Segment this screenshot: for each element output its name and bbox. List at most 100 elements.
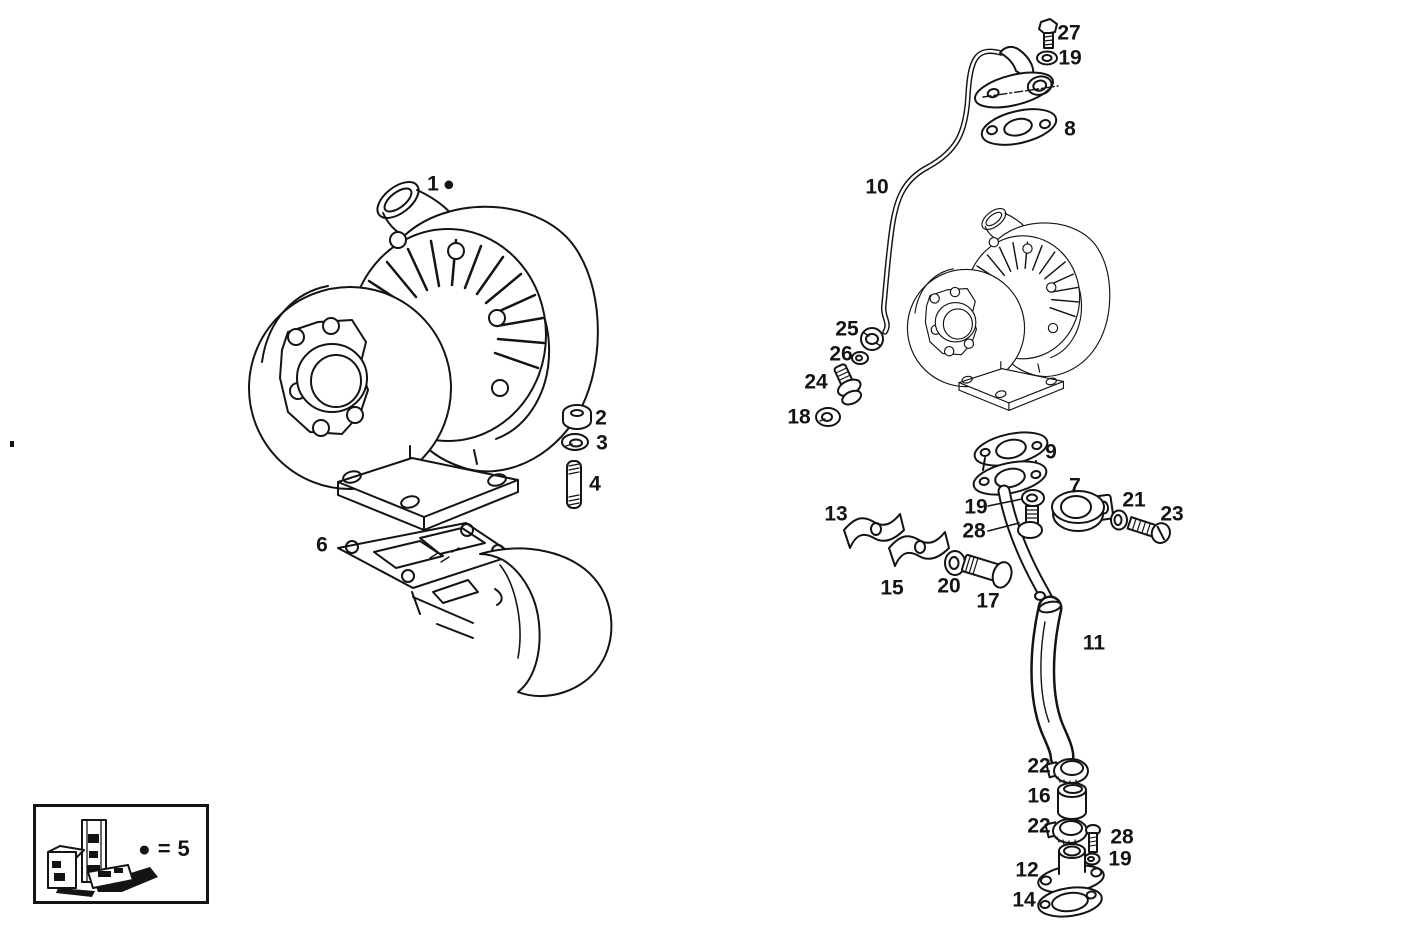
callout-number: 7 [1069, 474, 1081, 498]
callout-number: 6 [316, 533, 328, 557]
turbocharger-right-drawing [906, 203, 1111, 412]
callout-20: 20 [937, 576, 960, 597]
callout-number: 13 [824, 502, 848, 526]
callout-14: 14 [1012, 890, 1035, 911]
callout-22a: 22 [1027, 756, 1050, 777]
callout-3: 3 [596, 433, 608, 454]
callout-9: 9 [1045, 442, 1057, 463]
callout-number: 17 [976, 589, 1000, 613]
callout-18: 18 [787, 407, 810, 428]
leader-line-28 [987, 522, 1020, 532]
callout-number: 24 [804, 370, 828, 394]
gasket-14-drawing [1037, 886, 1103, 918]
callout-number: 15 [880, 576, 904, 600]
exhaust-manifold-drawing [411, 547, 613, 698]
callout-16: 16 [1027, 786, 1050, 807]
washer-21-drawing [1110, 509, 1128, 531]
callout-number: 18 [787, 405, 811, 429]
drain-hose-11-drawing [1030, 595, 1075, 770]
callout-15: 15 [880, 578, 903, 599]
legend-box [33, 804, 209, 904]
callout-23: 23 [1160, 504, 1183, 525]
callout-number: 25 [835, 317, 859, 341]
washer-19-top-drawing [1036, 50, 1058, 66]
bracket-15-drawing [888, 531, 950, 567]
callout-number: 19 [1058, 46, 1082, 70]
callout-number: 20 [937, 574, 961, 598]
callout-24: 24 [804, 372, 827, 393]
callout-number: 27 [1057, 21, 1081, 45]
oil-feed-pipe-10-drawing [880, 48, 1004, 335]
callout-4: 4 [589, 474, 601, 495]
bracket-13-drawing [843, 513, 905, 549]
fitting-12-drawing [1037, 843, 1105, 894]
callout-19a: 19 [1058, 48, 1081, 69]
turbocharger-left-drawing [247, 173, 600, 532]
callout-19c: 19 [1108, 849, 1131, 870]
clamp-7-drawing [1051, 490, 1115, 532]
callout-21: 21 [1122, 490, 1145, 511]
callout-number: 23 [1160, 502, 1184, 526]
washer-20-drawing [944, 550, 966, 576]
callout-11: 11 [1083, 633, 1105, 654]
legend-gasket-kit-note: ● = 5 [138, 838, 190, 860]
stud-line [982, 457, 986, 471]
bolt-23-drawing [1126, 516, 1171, 544]
callout-26: 26 [829, 344, 852, 365]
leader-line-19 [987, 498, 1023, 507]
washer-19-mid-drawing [1021, 489, 1045, 507]
callout-number: 28 [962, 519, 986, 543]
callout-19b: 19 [964, 497, 987, 518]
callout-7: 7 [1069, 476, 1081, 497]
callout-number: 8 [1064, 117, 1076, 141]
callout-number: 22 [1027, 814, 1051, 838]
callout-number: 3 [596, 431, 608, 455]
gasket-kit-cartons-drawing [47, 819, 158, 897]
callout-22b: 22 [1027, 816, 1050, 837]
callout-10: 10 [865, 177, 888, 198]
hose-clamp-22b-drawing [1044, 818, 1088, 847]
gasket-kit-dot-icon: ● [442, 173, 455, 195]
callout-number: 19 [964, 495, 988, 519]
callout-number: 28 [1110, 825, 1134, 849]
washer-19-bottom-drawing [1083, 852, 1101, 866]
scan-speck [10, 441, 14, 447]
nut-25-drawing [860, 327, 884, 351]
bolt-17-drawing [961, 554, 1013, 589]
callout-number: 11 [1082, 631, 1106, 655]
callout-number: 19 [1108, 847, 1132, 871]
stud-4-drawing [566, 460, 582, 509]
callout-28b: 28 [962, 521, 985, 542]
bolt-27-drawing [1038, 18, 1058, 49]
sleeve-16-drawing [1057, 782, 1087, 820]
callout-12: 12 [1015, 860, 1038, 881]
bolt-28-mid-drawing [1017, 505, 1043, 539]
bolt-28-bottom-drawing [1085, 824, 1101, 853]
union-24-drawing [833, 363, 863, 406]
ferrule-26-drawing [851, 351, 869, 365]
callout-28c: 28 [1110, 827, 1133, 848]
callout-number: 12 [1015, 858, 1039, 882]
callout-25: 25 [835, 319, 858, 340]
nut-2-drawing [562, 404, 592, 430]
callout-number: 22 [1027, 754, 1051, 778]
callout-1: 1● [427, 174, 455, 195]
gasket-8-drawing [980, 108, 1058, 146]
callout-number: 1 [427, 172, 439, 196]
callout-2: 2 [595, 408, 607, 429]
callout-number: 4 [589, 472, 601, 496]
legend-part-number: 5 [177, 836, 190, 861]
callout-number: 9 [1045, 440, 1057, 464]
gasket-kit-dot-icon: ● [138, 837, 151, 861]
callout-6: 6 [316, 535, 328, 556]
washer-18-drawing [815, 407, 841, 427]
washer-3-drawing [561, 433, 589, 451]
callout-number: 21 [1122, 488, 1146, 512]
callout-number: 14 [1012, 888, 1036, 912]
callout-number: 26 [829, 342, 853, 366]
callout-number: 2 [595, 406, 607, 430]
callout-number: 16 [1027, 784, 1051, 808]
callout-number: 10 [865, 175, 889, 199]
